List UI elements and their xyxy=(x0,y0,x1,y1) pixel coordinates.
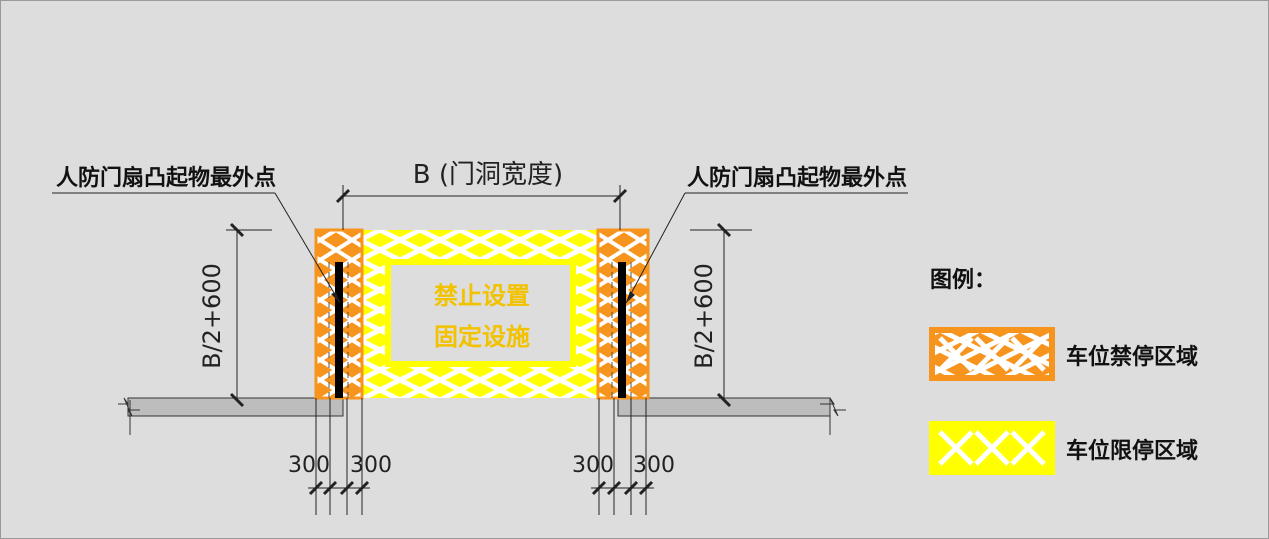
dim-left-2: 300 xyxy=(350,453,392,478)
door-width-dimension xyxy=(335,185,628,230)
bottom-dimension-left xyxy=(308,398,370,515)
height-label-left: B/2+600 xyxy=(198,263,226,369)
no-fixed-facilities-line2: 固定设施 xyxy=(434,323,530,351)
bottom-dimension-right xyxy=(591,398,654,515)
callout-right-text: 人防门扇凸起物最外点 xyxy=(687,165,907,191)
floor-left xyxy=(118,397,344,435)
dim-right-2: 300 xyxy=(633,453,675,478)
callout-right: 人防门扇凸起物最外点 xyxy=(625,165,908,304)
door-width-label: B (门洞宽度) xyxy=(413,160,563,190)
floor-right xyxy=(617,397,846,435)
callout-left: 人防门扇凸起物最外点 xyxy=(52,165,341,304)
legend: 图例： 车位禁停区域 车位限停区域 xyxy=(929,268,1198,475)
legend-swatch-no-parking xyxy=(929,327,1055,381)
door-leaf-right xyxy=(618,262,626,398)
callout-left-text: 人防门扇凸起物最外点 xyxy=(56,165,276,191)
dim-right-1: 300 xyxy=(572,453,614,478)
legend-label-limited-parking: 车位限停区域 xyxy=(1066,438,1198,464)
no-fixed-facilities-line1: 禁止设置 xyxy=(434,282,530,310)
dim-left-1: 300 xyxy=(288,453,330,478)
door-leaf-left xyxy=(335,262,343,398)
legend-title: 图例： xyxy=(930,268,996,293)
height-dimension-left xyxy=(226,222,272,408)
limited-parking-zone-center: 禁止设置 固定设施 xyxy=(362,230,598,398)
legend-swatch-limited-parking xyxy=(929,421,1055,475)
height-label-right: B/2+600 xyxy=(690,263,718,369)
legend-label-no-parking: 车位禁停区域 xyxy=(1066,344,1198,370)
height-dimension-right xyxy=(690,222,752,408)
